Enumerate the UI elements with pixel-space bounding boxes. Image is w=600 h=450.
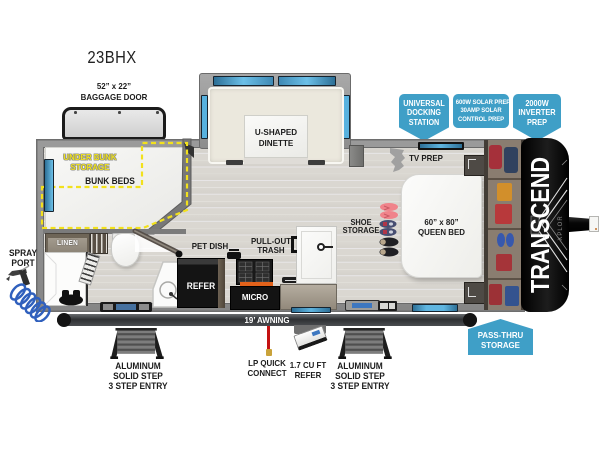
svg-text:XPLOR: XPLOR [558,215,564,240]
svg-text:TRANSCEND: TRANSCEND [525,157,555,293]
